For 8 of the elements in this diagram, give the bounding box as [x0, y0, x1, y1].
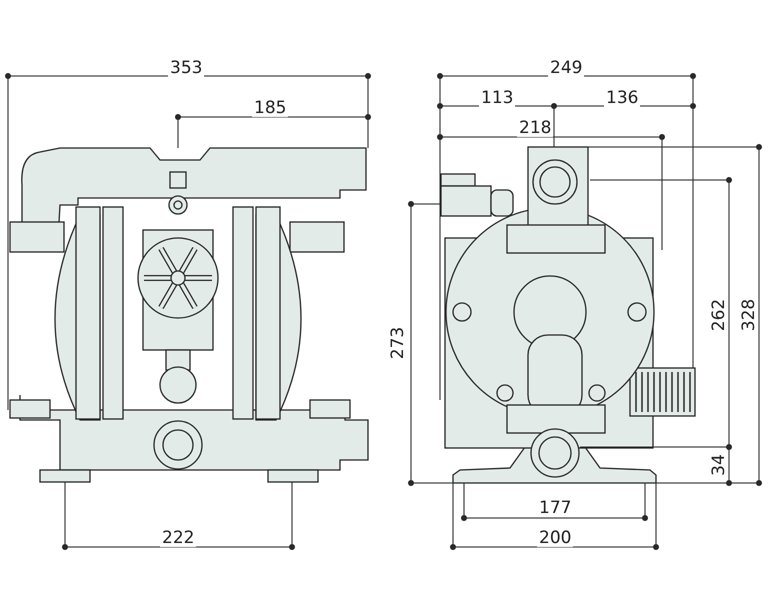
dimension-label: 353 [168, 59, 204, 77]
dimension-label: 185 [252, 99, 288, 117]
dimension-label: 218 [517, 119, 554, 137]
dimension-label: 200 [537, 529, 574, 547]
dimension-label: 222 [160, 529, 196, 547]
dimension-label: 136 [604, 89, 640, 107]
dimension-label: 113 [479, 89, 516, 107]
dimension-label: 249 [548, 59, 584, 77]
